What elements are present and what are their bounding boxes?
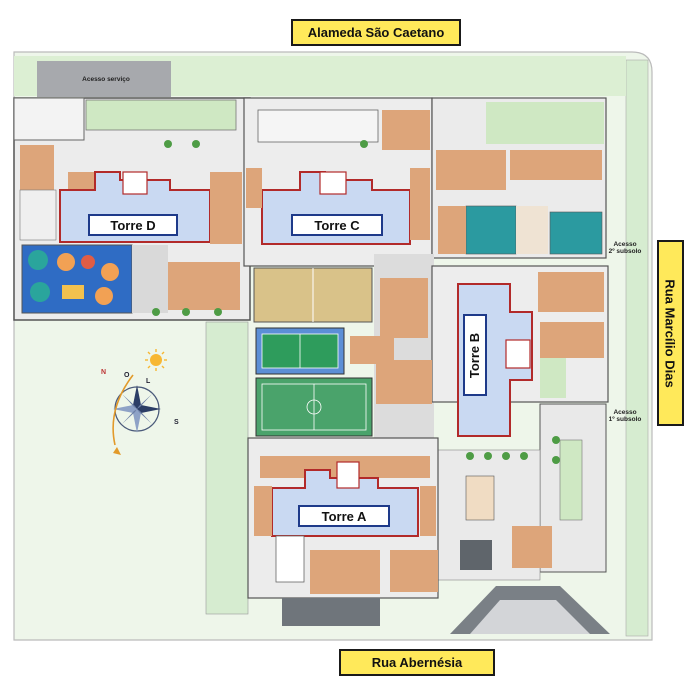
lawn-b-right <box>540 358 566 398</box>
paving-west-middle <box>132 245 168 313</box>
deck-c-left <box>246 168 262 208</box>
deck-se <box>512 526 552 568</box>
street-label-south: Rua Abernésia <box>339 649 495 676</box>
north-lawn-west <box>85 99 237 131</box>
deck-a-bottom <box>310 550 380 594</box>
pool-secondary <box>549 211 603 255</box>
deck-ne-2 <box>510 150 602 180</box>
street-label-north: Alameda São Caetano <box>291 19 461 46</box>
deck-central-top <box>382 110 430 150</box>
sub2-access-label: Acesso 2º subsolo <box>608 241 642 255</box>
trees <box>152 140 560 464</box>
sub1-access-line1: Acesso <box>613 409 637 416</box>
dark-gate <box>460 540 492 570</box>
round-deck <box>465 475 495 521</box>
sub1-access-line2: 1º subsolo <box>608 416 642 423</box>
tower-d-label: Torre D <box>88 214 178 236</box>
compass-rose <box>112 374 161 455</box>
west-service-block <box>13 97 85 141</box>
sun-icon <box>145 349 167 371</box>
deck-court-side <box>350 336 394 364</box>
tower-c-label: Torre C <box>291 214 383 236</box>
deck-b-right-2 <box>540 322 604 358</box>
deck-d-left <box>20 145 54 190</box>
tower-b-label-text: Torre B <box>467 332 483 378</box>
compass-letter-o: O <box>124 372 130 379</box>
service-access-label: Acesso serviço <box>82 76 130 83</box>
tower-a-label: Torre A <box>298 505 390 527</box>
deck-c-right <box>410 168 430 240</box>
sub1-access-label: Acesso 1º subsolo <box>608 409 642 423</box>
deck-a-right <box>420 486 436 536</box>
street-label-east: Rua Marcílio Dias <box>657 240 684 426</box>
service-access-area <box>37 61 171 97</box>
deck-ne-1 <box>436 150 506 190</box>
sub2-access-line2: 2º subsolo <box>608 248 642 255</box>
white-block-a <box>275 535 305 583</box>
deck-pool-left <box>438 206 466 254</box>
deck-pool-right <box>516 206 548 254</box>
pool-main <box>465 205 517 255</box>
deck-b-left-2 <box>376 360 432 404</box>
tower-b-label: Torre B <box>463 314 487 396</box>
west-lawn-strip <box>205 321 249 615</box>
deck-b-left <box>380 278 428 338</box>
lounge-d-left <box>19 189 57 241</box>
east-sidewalk <box>625 59 649 637</box>
south-parking-strip <box>282 598 380 626</box>
deck-a-left <box>254 486 272 536</box>
compass-letter-n: N <box>101 369 107 376</box>
central-upper-hall <box>257 109 379 143</box>
deck-b-right-1 <box>538 272 604 312</box>
sub2-access-line1: Acesso <box>613 241 637 248</box>
garden-rect <box>559 439 583 521</box>
compass-letter-l: L <box>146 378 151 385</box>
lawn-ne <box>486 102 604 144</box>
compass-letter-s: S <box>174 419 179 426</box>
deck-a-bottom-right <box>390 550 438 592</box>
deck-west-middle <box>168 262 240 310</box>
